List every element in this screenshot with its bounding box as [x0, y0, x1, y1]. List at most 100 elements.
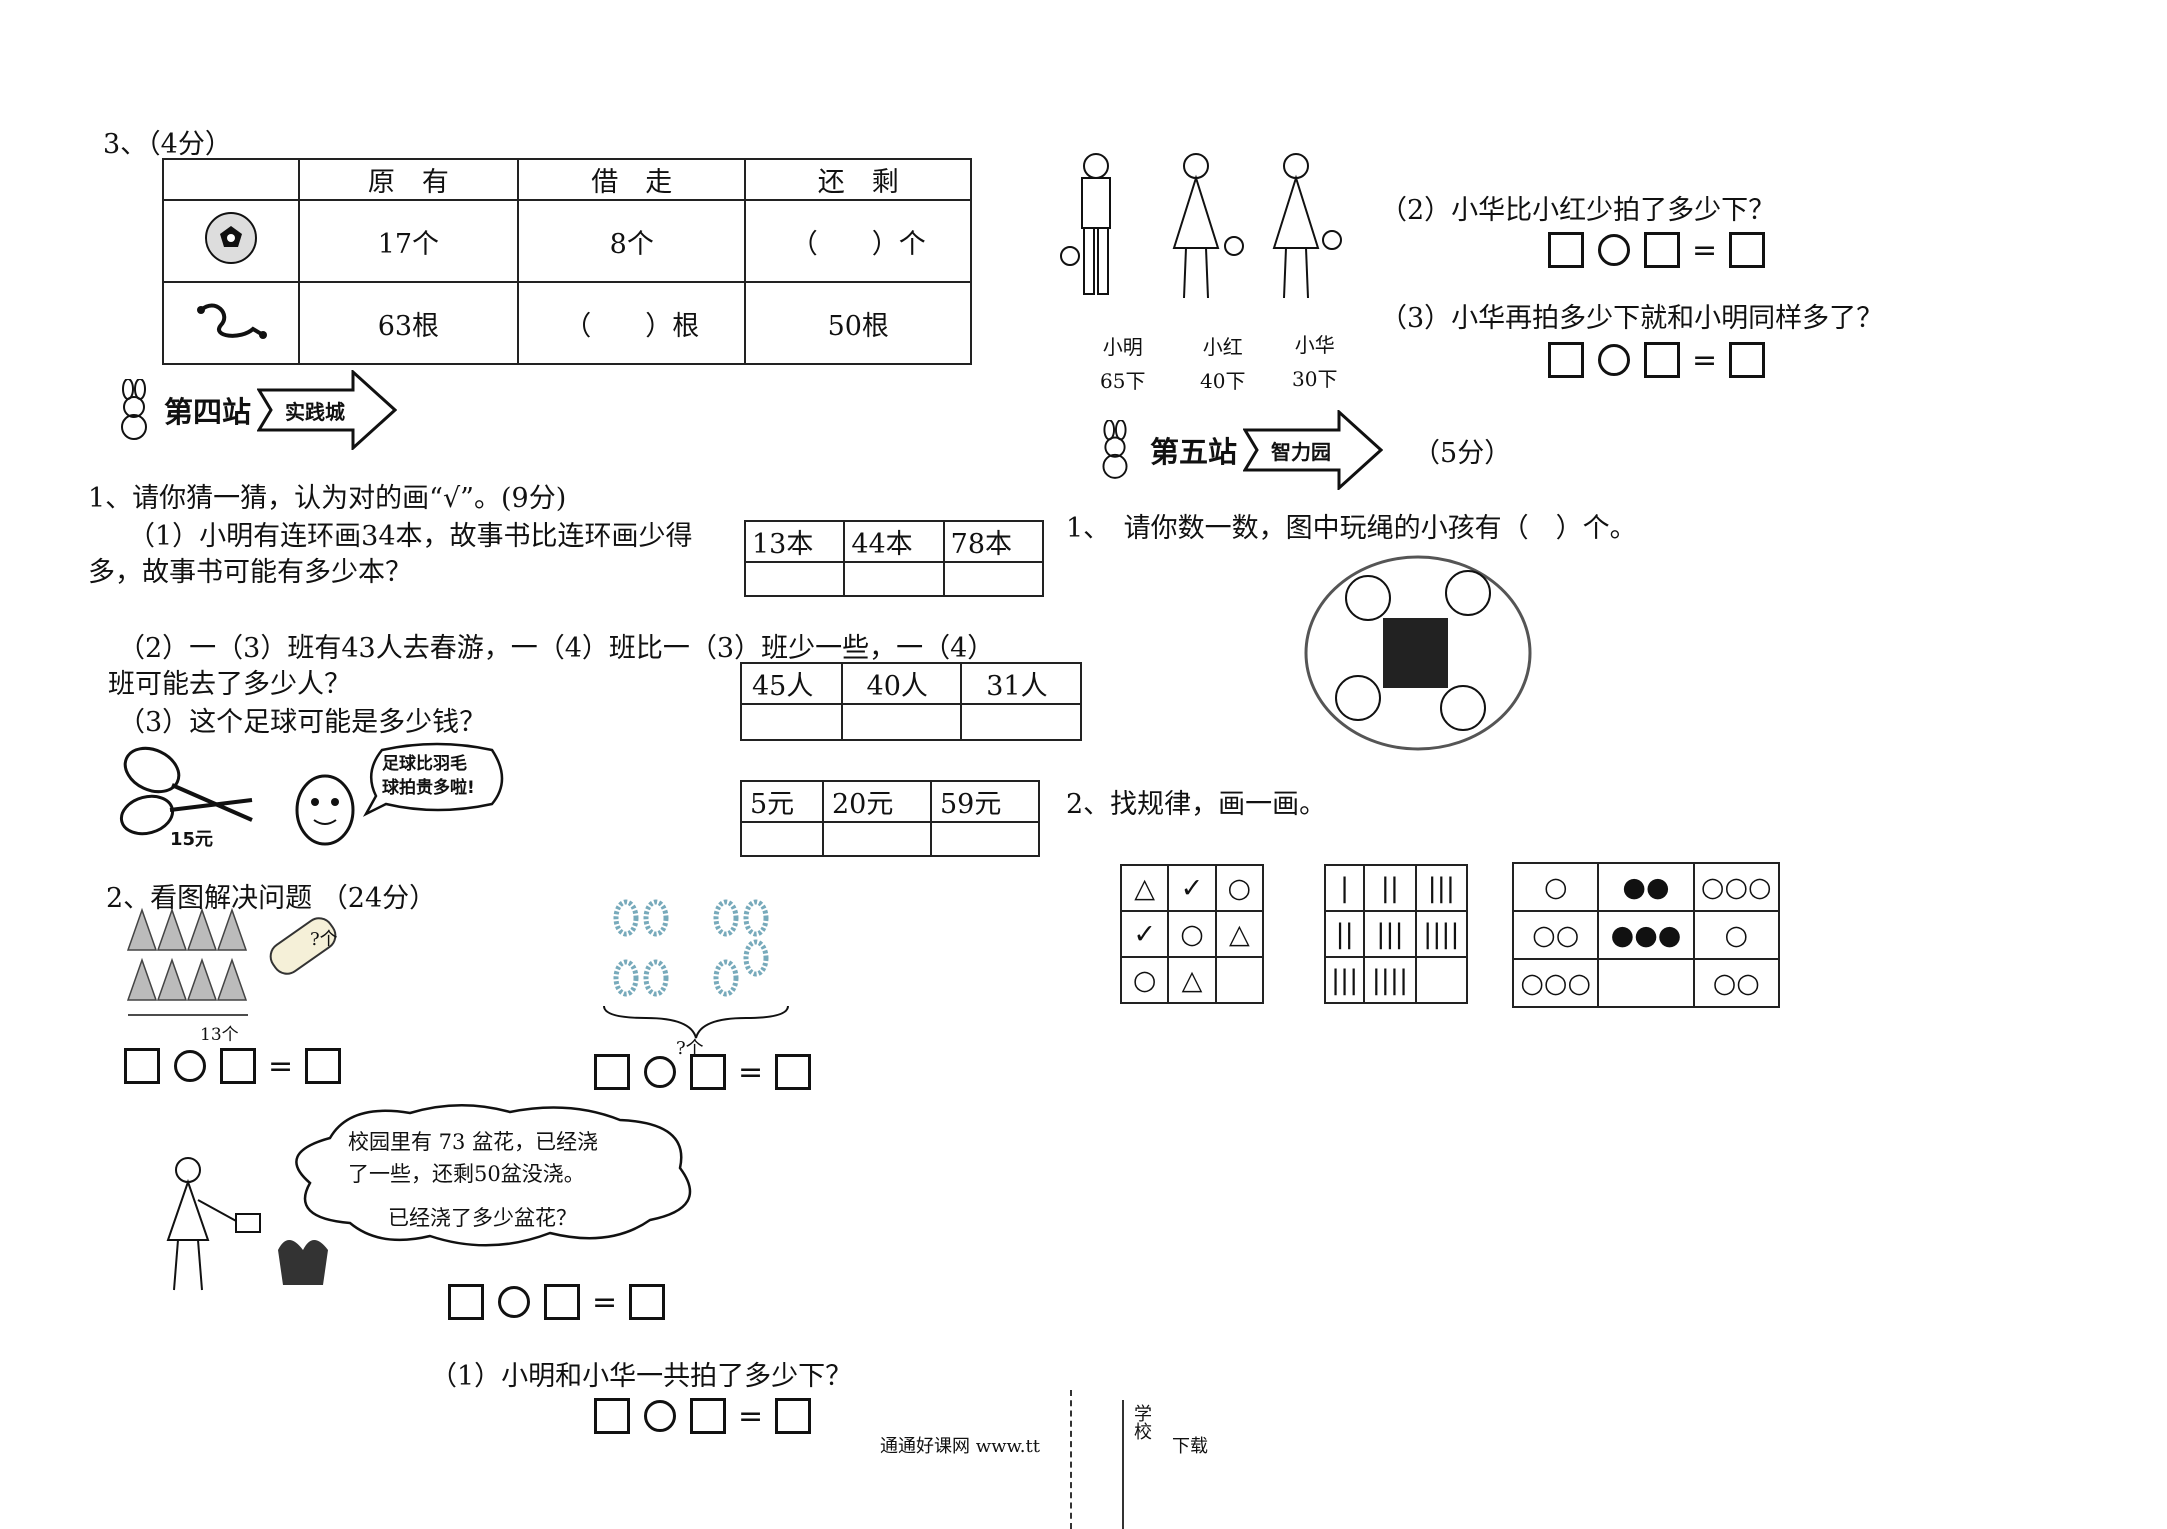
table-cell[interactable]: （ ）个 — [744, 199, 972, 283]
footer-site: 通通好课网 www.tt — [880, 1436, 1040, 1457]
pattern-cell: ○ — [1119, 956, 1170, 1004]
answer-box[interactable] — [305, 1048, 342, 1084]
check-cell[interactable] — [843, 561, 945, 597]
check-cell[interactable] — [942, 561, 1045, 597]
answer-box[interactable] — [1548, 342, 1584, 378]
pattern-cell: ||| — [1414, 864, 1469, 912]
answer-box[interactable] — [544, 1284, 580, 1320]
answer-box[interactable] — [775, 1054, 812, 1090]
option-label: 31人 — [960, 662, 1082, 705]
check-cell[interactable] — [743, 561, 846, 597]
pattern-cell: ✓ — [1119, 910, 1170, 958]
table-cell: 8个 — [517, 199, 747, 283]
operator-circle[interactable] — [1598, 344, 1630, 376]
check-cell[interactable] — [929, 821, 1041, 857]
check-cell[interactable] — [740, 703, 843, 741]
station-five-tag: 智力园 — [1271, 440, 1332, 464]
equation-rings: = — [594, 1054, 812, 1090]
shuttle-count: 13个 — [200, 1025, 239, 1045]
operator-circle[interactable] — [498, 1286, 530, 1318]
answer-box[interactable] — [594, 1398, 630, 1434]
answer-box[interactable] — [629, 1284, 666, 1320]
q3-title: 3、（4分） — [103, 129, 232, 160]
q1-total-question: （1）小明和小华一共拍了多少下？ — [430, 1361, 853, 1392]
answer-box[interactable] — [448, 1284, 484, 1320]
check-cell[interactable] — [840, 703, 963, 741]
s4q1-p2-line1: （2）一（3）班有43人去春游，一（4）班比一（3）班少一些，一（4） — [118, 633, 995, 664]
badminton-racket-icon — [119, 746, 253, 836]
table-cell[interactable]: （ ）根 — [517, 281, 747, 365]
footer-school: 学校 — [1131, 1404, 1152, 1440]
table-cell: 50根 — [744, 281, 972, 365]
answer-cell[interactable] — [1414, 956, 1469, 1004]
option-label: 45人 — [740, 662, 843, 705]
answer-cell[interactable] — [1214, 956, 1265, 1004]
check-cell[interactable] — [822, 821, 932, 857]
operator-circle[interactable] — [1598, 234, 1630, 266]
s5q1-question: 1、 请你数一数，图中玩绳的小孩有（ ）个。 — [1066, 513, 1637, 544]
answer-box[interactable] — [690, 1054, 726, 1090]
pattern-cell: ✓ — [1167, 864, 1217, 912]
s4q2-title: 2、看图解决问题 （24分） — [106, 883, 437, 914]
q3-table: 原 有 借 走 还 剩 17个 8个 （ ）个 63根 （ ）根 50根 — [162, 158, 972, 365]
pattern-cell: ○○ — [1692, 958, 1781, 1008]
pattern-cell: △ — [1167, 956, 1217, 1004]
pattern-cell: ○○○ — [1692, 862, 1781, 912]
check-cell[interactable] — [740, 821, 824, 857]
station-five-arrow: 智力园 — [1242, 408, 1384, 492]
station-four-name: 第四站 — [164, 395, 252, 429]
pattern-cell: |||| — [1414, 910, 1469, 958]
table-cell: 17个 — [297, 199, 520, 283]
pattern-cell: △ — [1214, 910, 1265, 958]
pattern-cell: ○○○ — [1511, 958, 1600, 1008]
header-remaining: 还 剩 — [744, 158, 972, 201]
pattern-grid-circles: ○●●○○○ ○○●●●○ ○○○○○ — [1511, 862, 1781, 1008]
pattern-cell: ○○ — [1511, 910, 1600, 960]
s5q2-question: 2、找规律，画一画。 — [1066, 789, 1327, 820]
operator-circle[interactable] — [644, 1056, 676, 1088]
equation-flowers: = — [448, 1284, 666, 1320]
shuttlecocks-icon — [126, 907, 337, 1016]
pattern-cell: || — [1323, 910, 1366, 958]
pattern-cell: |||| — [1363, 956, 1417, 1004]
rings-icon — [603, 899, 789, 1039]
tube-label: ?个 — [310, 929, 338, 950]
operator-circle[interactable] — [644, 1400, 676, 1432]
pattern-cell: ||| — [1323, 956, 1366, 1004]
station-five-name: 第五站 — [1150, 435, 1238, 469]
pattern-cell: ○ — [1692, 910, 1781, 960]
answer-box[interactable] — [690, 1398, 726, 1434]
equation-q2: = — [1548, 232, 1766, 268]
check-cell[interactable] — [960, 703, 1082, 741]
s4q1-p2-line2: 班可能去了多少人？ — [108, 669, 351, 700]
answer-box[interactable] — [124, 1048, 160, 1084]
station-four-tag: 实践城 — [285, 400, 346, 424]
s4q1-p1-line2: 多，故事书可能有多少本？ — [88, 557, 412, 588]
answer-box[interactable] — [594, 1054, 630, 1090]
answer-box[interactable] — [220, 1048, 256, 1084]
s4q1-p3: （3）这个足球可能是多少钱？ — [118, 707, 487, 738]
s4q1-title: 1、请你猜一猜，认为对的画“√”。(9分) — [88, 483, 567, 514]
footer-download: 下载 — [1172, 1436, 1208, 1457]
answer-box[interactable] — [1729, 232, 1766, 268]
answer-box[interactable] — [1729, 342, 1766, 378]
answer-cell[interactable] — [1597, 958, 1695, 1008]
pattern-grid-lines: |||||| ||||||||| ||||||| — [1323, 864, 1469, 1004]
racket-price: 15元 — [170, 829, 214, 850]
pattern-cell: ○ — [1214, 864, 1265, 912]
station-four-banner: 第四站 实践城 — [108, 368, 398, 452]
answer-box[interactable] — [775, 1398, 812, 1434]
binding-line — [1122, 1400, 1124, 1529]
operator-circle[interactable] — [174, 1050, 206, 1082]
table-cell: 63根 — [297, 281, 520, 365]
answer-box[interactable] — [1644, 232, 1680, 268]
option-label: 59元 — [929, 780, 1041, 823]
answer-box[interactable] — [1644, 342, 1680, 378]
option-label: 78本 — [942, 520, 1045, 563]
answer-box[interactable] — [1548, 232, 1584, 268]
pattern-cell: ●● — [1597, 862, 1695, 912]
pattern-cell: △ — [1119, 864, 1170, 912]
